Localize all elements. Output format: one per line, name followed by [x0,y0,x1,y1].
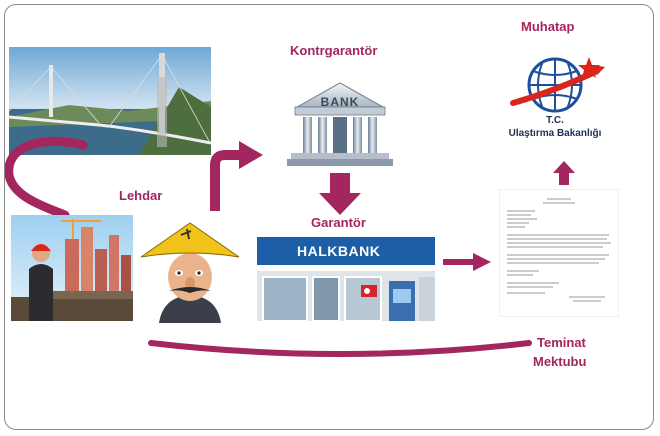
bottom-arc-arrow [148,340,532,357]
bank-icon: BANK [285,81,395,167]
globe-icon [510,57,605,113]
cartoon-man-with-hat [139,219,241,323]
letter-document [499,189,619,317]
halkbank-branch-photo: HALKBANK [257,237,435,321]
arrow-down [319,173,361,215]
construction-worker-photo [11,215,133,321]
muhatap-label: Muhatap [521,19,575,34]
garantor-label: Garantör [311,215,366,230]
ministry-name: Ulaştırma Bakanlığı [508,128,602,139]
mektubu-label: Mektubu [533,354,587,369]
arrow-right [443,253,491,271]
ministry-logo: T.C. Ulaştırma Bakanlığı [493,51,633,151]
lehdar-label: Lehdar [119,188,163,203]
arrow-up [553,161,575,185]
ministry-abbr: T.C. [546,115,564,126]
kontrgarantor-label: Kontrgarantör [290,43,378,58]
bridge-photo [9,47,211,155]
arrow-up-right [210,141,263,211]
teminat-label: Teminat [537,335,586,350]
bank-sign: BANK [320,95,360,109]
halkbank-sign: HALKBANK [297,243,381,259]
diagram-frame: Kontrgarantör [4,4,654,430]
curved-arrow-left [5,136,88,220]
